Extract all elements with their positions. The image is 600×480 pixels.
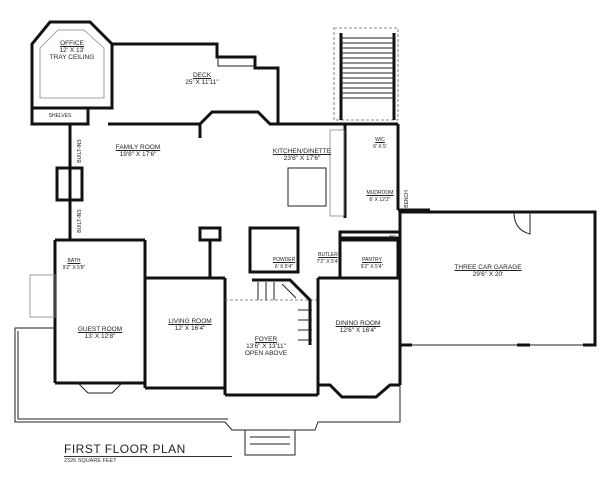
main-walls [53,122,430,399]
room-name: KITCHEN/DINETTE [272,148,332,155]
butler-label: BUTLER 7'2" X 5'4" [317,252,340,266]
powder-label: POWDER 6' X 5'4" [273,257,296,271]
room-name: FOYER [254,336,278,343]
room-name: FAMILY ROOM [115,144,161,151]
room-size: 13' X 12'8" [84,333,116,340]
room-name: BUTLER [318,252,338,258]
kitchen-label: KITCHEN/DINETTE 23'8" X 17'6" [273,148,331,162]
office-label: OFFICE 12' X 13' TRAY CEILING [50,40,95,61]
shelves-label: SHELVES [48,113,72,119]
room-size: 7'2" X 5'4" [316,259,340,265]
room-name: DINING ROOM [335,320,381,327]
office-walls [30,20,114,126]
room-name: THREE CAR GARAGE [454,264,522,271]
room-note: TRAY CEILING [49,54,95,61]
garage-walls [398,210,597,347]
room-size: 6' X 12'2" [369,197,391,203]
dining-room-label: DINING ROOM 12'6" X 16'4" [336,320,381,334]
room-name: LIVING ROOM [168,318,212,325]
foyer-label: FOYER 13'6" X 13'11" OPEN ABOVE [245,336,287,357]
room-name: OFFICE [60,40,84,47]
living-room-label: LIVING ROOM 12' X 16'4" [168,318,211,332]
room-size: 25' X 11'11" [185,79,219,86]
room-name: GUEST ROOM [77,326,123,333]
bath-label: BATH 9'2" X 5'8" [63,258,86,272]
builtins-label-upper: BUILT-INS [76,139,83,163]
room-size: 6' X 5'4" [274,264,294,270]
room-size: 9'2" X 5'4" [360,264,384,270]
room-size: 23'8" X 17'6" [283,155,321,162]
garage-label: THREE CAR GARAGE 29'6" X 20' [454,264,521,278]
room-size: 19'8" X 17'6" [119,151,157,158]
room-name: DECK [192,72,212,79]
room-size: 13'6" X 13'11" [246,343,286,350]
room-size: 12' X 16'4" [174,325,206,332]
room-size: 6' X 5' [373,144,387,150]
width-note: 36" [388,234,396,239]
rear-stairs [333,27,399,121]
front-porch [14,274,401,456]
room-size: 12' X 13' [59,47,85,54]
plan-title: FIRST FLOOR PLAN [64,442,232,457]
family-room-label: FAMILY ROOM 19'8" X 17'6" [116,144,161,158]
room-size: 29'6" X 20' [472,271,504,278]
deck-label: DECK 25' X 11'11" [185,72,218,86]
room-name: PANTRY [362,257,382,263]
mudroom-label: MUDROOM 6' X 12'2" [367,190,394,204]
room-note: OPEN ABOVE [244,350,288,357]
room-name: MUDROOM [366,190,394,196]
room-size: 9'2" X 5'8" [62,265,86,271]
room-name: WIC [375,137,385,143]
square-footage: 2326 SQUARE FEET [64,458,117,464]
room-size: 12'6" X 16'4" [339,327,377,334]
room-name: POWDER [272,257,296,263]
guest-room-label: GUEST ROOM 13' X 12'8" [78,326,122,340]
builtins-label-lower: BUILT-INS [76,209,83,233]
wic-label: WIC 6' X 5' [373,137,387,151]
bench-label: BENCH [403,190,410,208]
pantry-label: PANTRY 9'2" X 5'4" [361,257,384,271]
deck-outline [108,42,280,138]
room-name: BATH [67,258,81,264]
